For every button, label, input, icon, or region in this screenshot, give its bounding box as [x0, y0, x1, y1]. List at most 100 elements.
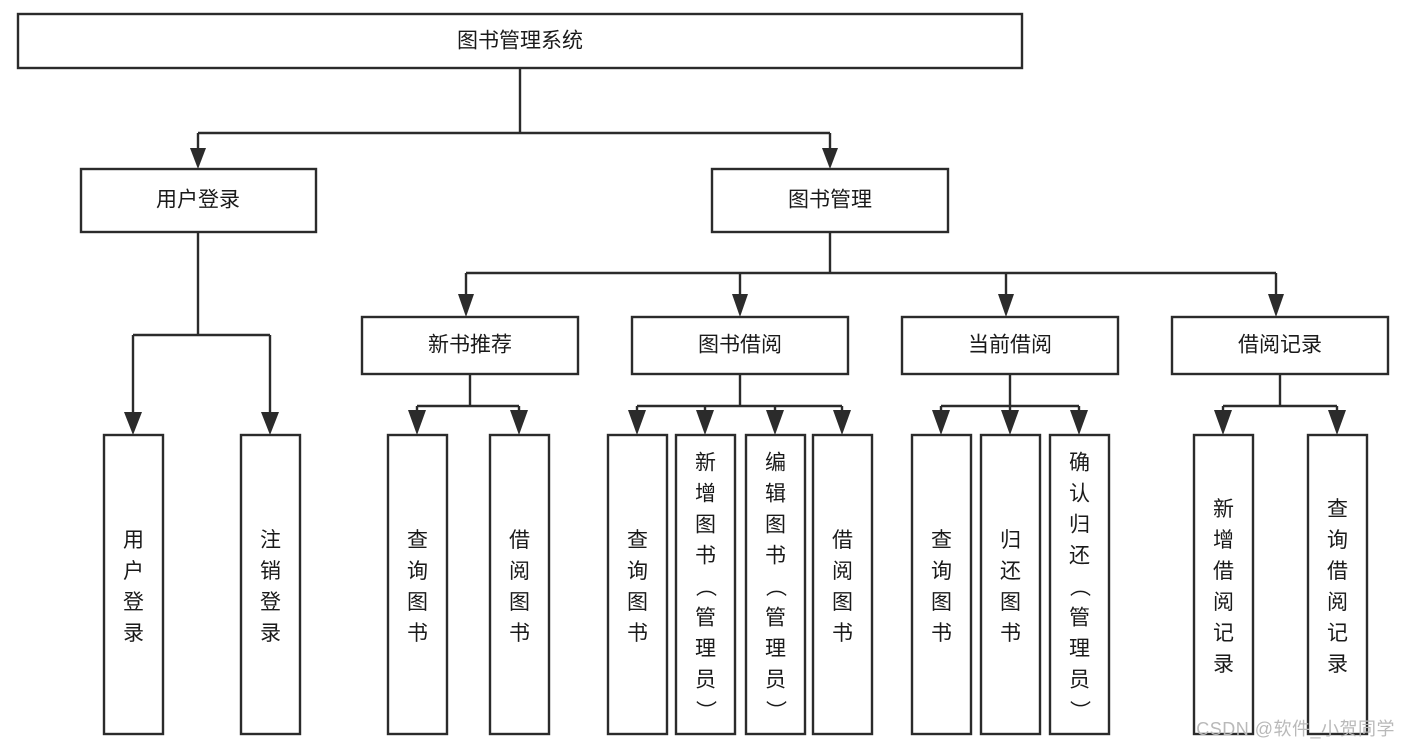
- leaf-cb-confirm-return-box[interactable]: [1048, 433, 1111, 736]
- leaf-label-char: 图: [407, 591, 428, 614]
- leaf-label-char: 借: [1327, 560, 1348, 583]
- leaf-user-login[interactable]: [102, 433, 165, 736]
- borrow-record-box[interactable]: [1170, 315, 1390, 376]
- leaf-cb-query-book[interactable]: [910, 433, 973, 736]
- leaf-label-char: 书: [765, 545, 786, 568]
- leaf-label-char: （: [1068, 576, 1091, 597]
- arrow-leaf-cb-query: [932, 410, 950, 435]
- leaf-label-char: 询: [1327, 529, 1348, 552]
- node-borrow-record[interactable]: 借阅记录: [1170, 315, 1390, 376]
- leaf-label-char: 管: [765, 607, 786, 630]
- leaf-label-char: 还: [1069, 545, 1090, 568]
- leaf-label-char: 录: [1327, 653, 1348, 676]
- arrow-to-user-login: [190, 148, 206, 169]
- leaf-label-char: 借: [1213, 560, 1234, 583]
- arrow-to-current-borrow: [998, 294, 1014, 317]
- leaf-label-char: 理: [1069, 638, 1090, 661]
- leaf-label-char: 查: [627, 529, 648, 552]
- leaf-cb-return-book-box[interactable]: [979, 433, 1042, 736]
- leaf-bb-edit-book-box[interactable]: [744, 433, 807, 736]
- leaf-user-login-box[interactable]: [102, 433, 165, 736]
- leaf-bb-query-book-box[interactable]: [606, 433, 669, 736]
- leaf-cb-return-book[interactable]: [979, 433, 1042, 736]
- leaf-label-char: 图: [695, 514, 716, 537]
- leaf-label-char: （: [764, 576, 787, 597]
- leaf-label-char: 阅: [832, 560, 853, 583]
- book-borrow-label: 图书借阅: [698, 334, 782, 357]
- leaf-label-char: 阅: [1213, 591, 1234, 614]
- book-management-label: 图书管理: [788, 189, 872, 212]
- leaf-label-char: 询: [407, 560, 428, 583]
- leaf-label-char: 销: [260, 560, 281, 583]
- arrow-leaf-logout: [261, 412, 279, 435]
- leaf-label-char: 图: [832, 591, 853, 614]
- leaf-label-char: 记: [1213, 622, 1234, 645]
- leaf-label-char: 录: [123, 622, 144, 645]
- leaf-nb-borrow-book-box[interactable]: [488, 433, 551, 736]
- leaf-br-add-record-box[interactable]: [1192, 433, 1255, 736]
- leaf-bb-borrow-book-box[interactable]: [811, 433, 874, 736]
- leaf-nb-borrow-book[interactable]: [488, 433, 551, 736]
- leaf-label-char: 图: [765, 514, 786, 537]
- leaf-label-char: 询: [931, 560, 952, 583]
- leaf-label-char: 增: [1213, 529, 1234, 552]
- leaf-cb-query-book-box[interactable]: [910, 433, 973, 736]
- leaf-logout[interactable]: [239, 433, 302, 736]
- leaf-nb-query-book[interactable]: [386, 433, 449, 736]
- user-login-label: 用户登录: [156, 189, 240, 212]
- leaf-label-char: 借: [832, 529, 853, 552]
- leaf-label-char: 记: [1327, 622, 1348, 645]
- leaf-bb-edit-book[interactable]: [744, 433, 807, 736]
- node-root[interactable]: 图书管理系统: [16, 12, 1024, 70]
- leaf-cb-confirm-return[interactable]: [1048, 433, 1111, 736]
- leaf-br-add-record[interactable]: [1192, 433, 1255, 736]
- arrow-leaf-bb-edit: [766, 410, 784, 435]
- leaf-br-query-record-box[interactable]: [1306, 433, 1369, 736]
- new-book-recommend-label: 新书推荐: [428, 334, 512, 357]
- leaf-label-char: 图: [1000, 591, 1021, 614]
- new-book-recommend-box[interactable]: [360, 315, 580, 376]
- leaf-logout-box[interactable]: [239, 433, 302, 736]
- node-user-login[interactable]: 用户登录: [79, 167, 318, 234]
- node-book-borrow[interactable]: 图书借阅: [630, 315, 850, 376]
- leaf-label-char: 注: [260, 529, 281, 552]
- leaf-label-char: 理: [765, 638, 786, 661]
- leaf-label-char: ）: [1068, 700, 1091, 721]
- leaf-label-char: 借: [509, 529, 530, 552]
- arrow-to-book-manage: [822, 148, 838, 169]
- leaf-label-char: 阅: [509, 560, 530, 583]
- leaf-br-query-record[interactable]: [1306, 433, 1369, 736]
- leaf-label-char: 员: [695, 669, 716, 692]
- arrow-leaf-bb-query: [628, 410, 646, 435]
- leaf-label-char: 管: [695, 607, 716, 630]
- leaf-nb-query-book-box[interactable]: [386, 433, 449, 736]
- node-book-management[interactable]: 图书管理: [710, 167, 950, 234]
- leaf-label-char: 员: [1069, 669, 1090, 692]
- leaf-bb-add-book-box[interactable]: [674, 433, 737, 736]
- book-management-box[interactable]: [710, 167, 950, 234]
- book-borrow-box[interactable]: [630, 315, 850, 376]
- leaf-label-char: ）: [694, 700, 717, 721]
- arrow-to-new-book: [458, 294, 474, 317]
- leaf-label-char: 图: [509, 591, 530, 614]
- root-box[interactable]: [16, 12, 1024, 70]
- leaf-label-char: 查: [407, 529, 428, 552]
- leaf-label-char: （: [694, 576, 717, 597]
- arrow-leaf-bb-borrow: [833, 410, 851, 435]
- leaf-label-char: 录: [260, 622, 281, 645]
- node-new-book-recommend[interactable]: 新书推荐: [360, 315, 580, 376]
- leaf-bb-add-book[interactable]: [674, 433, 737, 736]
- leaf-label-char: 询: [627, 560, 648, 583]
- current-borrow-box[interactable]: [900, 315, 1120, 376]
- leaf-label-char: 新: [695, 452, 716, 475]
- leaf-label-char: 员: [765, 669, 786, 692]
- leaf-bb-query-book[interactable]: [606, 433, 669, 736]
- arrow-to-book-borrow: [732, 294, 748, 317]
- node-current-borrow[interactable]: 当前借阅: [900, 315, 1120, 376]
- leaf-label-char: 登: [123, 591, 144, 614]
- leaf-bb-borrow-book[interactable]: [811, 433, 874, 736]
- arrow-to-borrow-record: [1268, 294, 1284, 317]
- leaf-label-char: 查: [931, 529, 952, 552]
- user-login-box[interactable]: [79, 167, 318, 234]
